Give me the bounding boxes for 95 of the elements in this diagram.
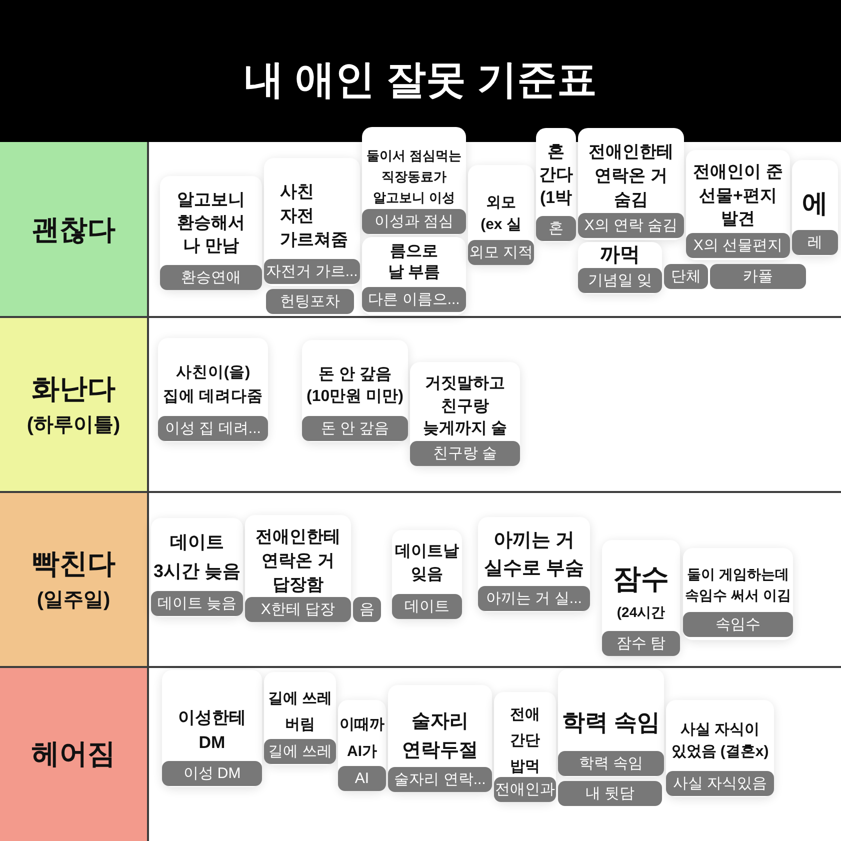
item-card — [578, 128, 684, 240]
card-text: 데이트날 잊음 — [395, 542, 459, 585]
tag-chip: AI — [338, 766, 386, 791]
item-card — [494, 692, 556, 802]
card-text: 길에 쓰레 버림 — [268, 689, 332, 735]
item-card — [151, 518, 243, 617]
tag-chip: 데이트 — [392, 594, 462, 619]
item-card — [338, 700, 386, 791]
tier-label: 빡친다 — [32, 546, 116, 580]
item-card — [264, 672, 336, 765]
card-text: 데이트 3시간 늦음 — [154, 531, 240, 583]
tier-sublabel: (하루이틀) — [26, 412, 120, 438]
tag-chip: 데이트 늦음 — [151, 591, 243, 616]
tag-chip: 학력 속임 — [558, 751, 664, 776]
item-card — [558, 669, 664, 777]
item-card — [468, 165, 534, 265]
title: 내 애인 잘못 기준표 — [244, 57, 598, 103]
item-card — [388, 685, 492, 792]
tier-cell — [0, 492, 149, 667]
card-text: 사친이(을) 집에 데려다줌 — [162, 363, 264, 407]
card-text: 술자리 연락두절 — [402, 710, 478, 763]
card-text: 돈 안 갚음 (10만원 미만) — [306, 365, 404, 407]
tier-label: 헤어짐 — [32, 737, 116, 771]
card-text: 외모 (ex 실 — [480, 193, 522, 235]
tag-chip: 이성 집 데려... — [158, 416, 268, 441]
item-card — [245, 515, 351, 622]
item-card — [578, 242, 662, 294]
card-text: 름으로 날 부름 — [388, 242, 440, 283]
card-text: 에 — [802, 187, 828, 220]
card-text: 이때까 AI가 — [340, 715, 384, 762]
tier-cell — [0, 317, 149, 492]
card-text: 사친 자전 가르쳐줌 — [280, 181, 348, 251]
tag-chip: 속임수 — [683, 612, 793, 637]
item-card — [478, 517, 590, 612]
tag-chip: 친구랑 술 — [410, 441, 520, 466]
tag-chip: 단체 — [664, 264, 708, 289]
card-text: 아끼는 거 실수로 부숨 — [484, 529, 584, 581]
card-text: 둘이서 점심먹는 직장동료가 알고보니 이성 — [366, 147, 462, 207]
tag-chip: 외모 지적 — [468, 240, 534, 265]
tag-chip: 음 — [353, 597, 381, 622]
tag-chip: 이성 DM — [162, 761, 262, 786]
card-text: 전애인이 준 선물+편지 발견 — [693, 161, 783, 230]
item-card — [683, 548, 793, 640]
tag-chip: 술자리 연락... — [388, 767, 492, 792]
card-text: (24시간 — [616, 603, 666, 622]
tag-chip: 환승연애 — [160, 265, 262, 290]
item-card — [302, 340, 408, 442]
tag-chip: 헌팅포차 — [266, 289, 354, 314]
item-card — [536, 128, 576, 242]
card-text: 혼 간다 (1박 — [539, 141, 573, 209]
item-card — [792, 160, 838, 256]
card-text: 알고보니 환승해서 나 만남 — [177, 189, 245, 257]
item-card — [602, 540, 680, 656]
tag-chip: 길에 쓰레 — [264, 739, 336, 764]
tag-chip: X의 선물편지 — [686, 233, 790, 258]
tag-chip: 기념일 잊 — [578, 268, 662, 293]
tag-chip: 이성과 점심 — [362, 209, 466, 234]
card-text: 사실 자식이 있었음 (결혼x) — [671, 720, 769, 762]
tier-cell — [0, 667, 149, 841]
card-text: 전애 간단 밥먹 — [510, 705, 540, 777]
item-card — [158, 338, 268, 442]
tag-chip: 잠수 탐 — [602, 631, 680, 656]
tag-chip: 사실 자식있음 — [666, 771, 774, 796]
tier-cell — [0, 142, 149, 317]
tag-chip: 자전거 가르... — [264, 259, 360, 284]
tag-chip: X한테 답장 — [245, 597, 351, 622]
card-text: 잠수 — [613, 562, 669, 596]
tag-chip: 내 뒷담 — [558, 781, 662, 806]
tag-chip: 혼 — [536, 216, 576, 241]
item-card — [392, 530, 462, 619]
tier-sublabel: (일주일) — [36, 588, 110, 612]
tag-chip: 카풀 — [710, 264, 806, 289]
card-text: 학력 속임 — [562, 708, 660, 737]
tag-chip: 아끼는 거 실... — [478, 586, 590, 611]
item-card — [666, 700, 774, 797]
tier-label: 화난다 — [32, 372, 116, 406]
item-card — [362, 237, 466, 315]
card-text: 까먹 — [600, 244, 640, 266]
item-card — [264, 158, 360, 286]
card-text: 전애인한테 연락온 거 숨김 — [588, 141, 674, 211]
tag-chip: 전애인과 — [494, 777, 556, 802]
card-text: 전애인한테 연락온 거 답장함 — [256, 526, 340, 596]
item-card — [162, 670, 262, 787]
tag-chip: 돈 안 갚음 — [302, 416, 408, 441]
tag-chip: X의 연락 숨김 — [578, 213, 684, 238]
item-card — [686, 150, 790, 260]
card-text: 거짓말하고 친구랑 늦게까지 술 — [422, 374, 508, 439]
item-card — [410, 362, 520, 466]
card-text: 둘이 게임하는데 속임수 써서 이김 — [685, 565, 791, 605]
tier-label: 괜찮다 — [32, 212, 116, 246]
item-card — [362, 127, 466, 235]
tag-chip: 다른 이름으... — [362, 287, 466, 312]
item-card — [160, 176, 262, 290]
card-text: 이성한테 DM — [178, 707, 246, 754]
tag-chip: 레 — [792, 230, 838, 255]
